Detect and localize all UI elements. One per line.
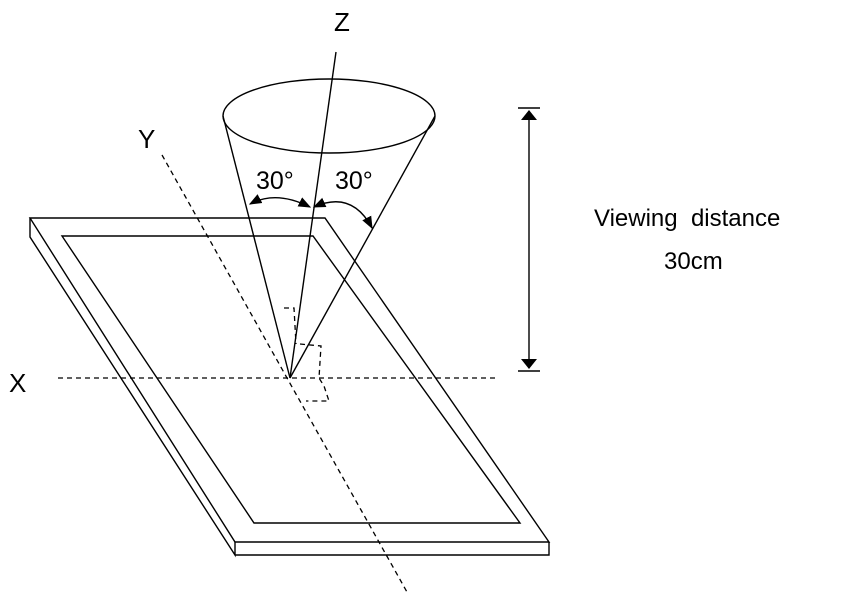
display-panel	[28, 217, 551, 558]
right-angle-arc	[312, 197, 373, 230]
y-axis-label: Y	[138, 124, 155, 154]
z-axis-label: Z	[334, 7, 350, 37]
panel-inner-area	[60, 235, 522, 524]
z-axis-line	[289, 51, 337, 379]
cone-right-edge	[289, 115, 436, 379]
panel-left-thickness	[29, 218, 236, 558]
origin-dashed-box	[284, 307, 330, 402]
right-angle-label: 30°	[335, 167, 373, 195]
viewing-distance-arrow	[518, 107, 540, 372]
viewing-cone	[222, 78, 436, 379]
viewing-distance-value: 30cm	[664, 248, 723, 275]
panel-outer-face	[28, 217, 551, 543]
left-angle-arc	[248, 194, 312, 208]
cone-top-ellipse	[222, 78, 436, 154]
cone-left-edge	[222, 115, 291, 379]
x-axis-label: X	[9, 368, 26, 398]
left-angle-label: 30°	[256, 167, 294, 195]
viewing-distance-label: Viewing distance	[594, 205, 780, 232]
y-axis-line	[161, 154, 408, 593]
panel-bottom-thickness	[235, 542, 550, 556]
